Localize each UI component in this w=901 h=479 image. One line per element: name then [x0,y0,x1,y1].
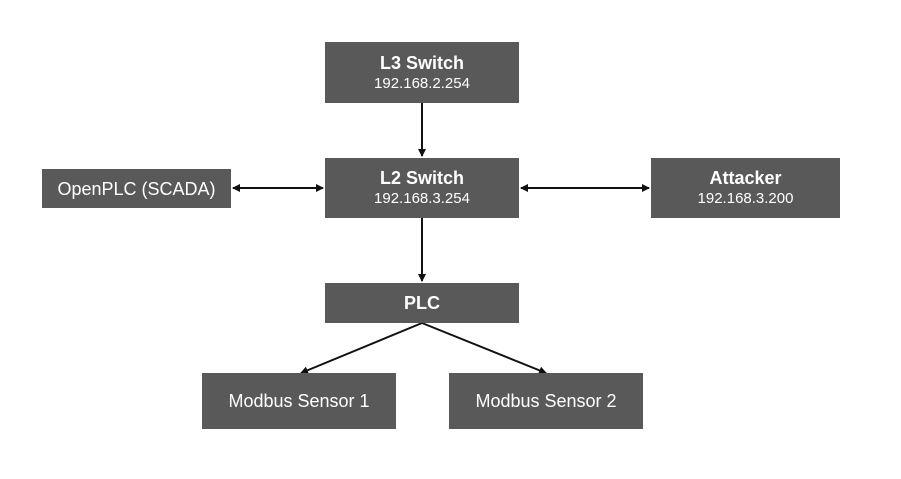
l2-switch-ip: 192.168.3.254 [374,190,470,207]
attacker-ip: 192.168.3.200 [697,190,794,207]
modbus-sensor-2-node: Modbus Sensor 2 [449,373,643,429]
plc-title: PLC [404,293,440,313]
modbus-sensor-1-label: Modbus Sensor 1 [228,391,370,411]
modbus-sensor-2-label: Modbus Sensor 2 [475,391,617,411]
openplc-label: OpenPLC (SCADA) [57,178,216,199]
l3-switch-ip: 192.168.2.254 [374,74,470,92]
l3-switch-title: L3 Switch [379,52,464,73]
connector-plc-to-sensor2 [421,322,547,375]
attacker-title: Attacker [709,168,782,188]
l2-switch-node: L2 Switch 192.168.3.254 [325,158,519,218]
attacker-node: Attacker 192.168.3.200 [651,158,840,218]
l3-switch-node: L3 Switch 192.168.2.254 [325,42,519,103]
l2-switch-title: L2 Switch [379,168,464,188]
plc-node: PLC [325,283,519,323]
connector-plc-to-sensor1 [300,322,423,375]
modbus-sensor-1-node: Modbus Sensor 1 [202,373,396,429]
openplc-node: OpenPLC (SCADA) [42,169,231,208]
